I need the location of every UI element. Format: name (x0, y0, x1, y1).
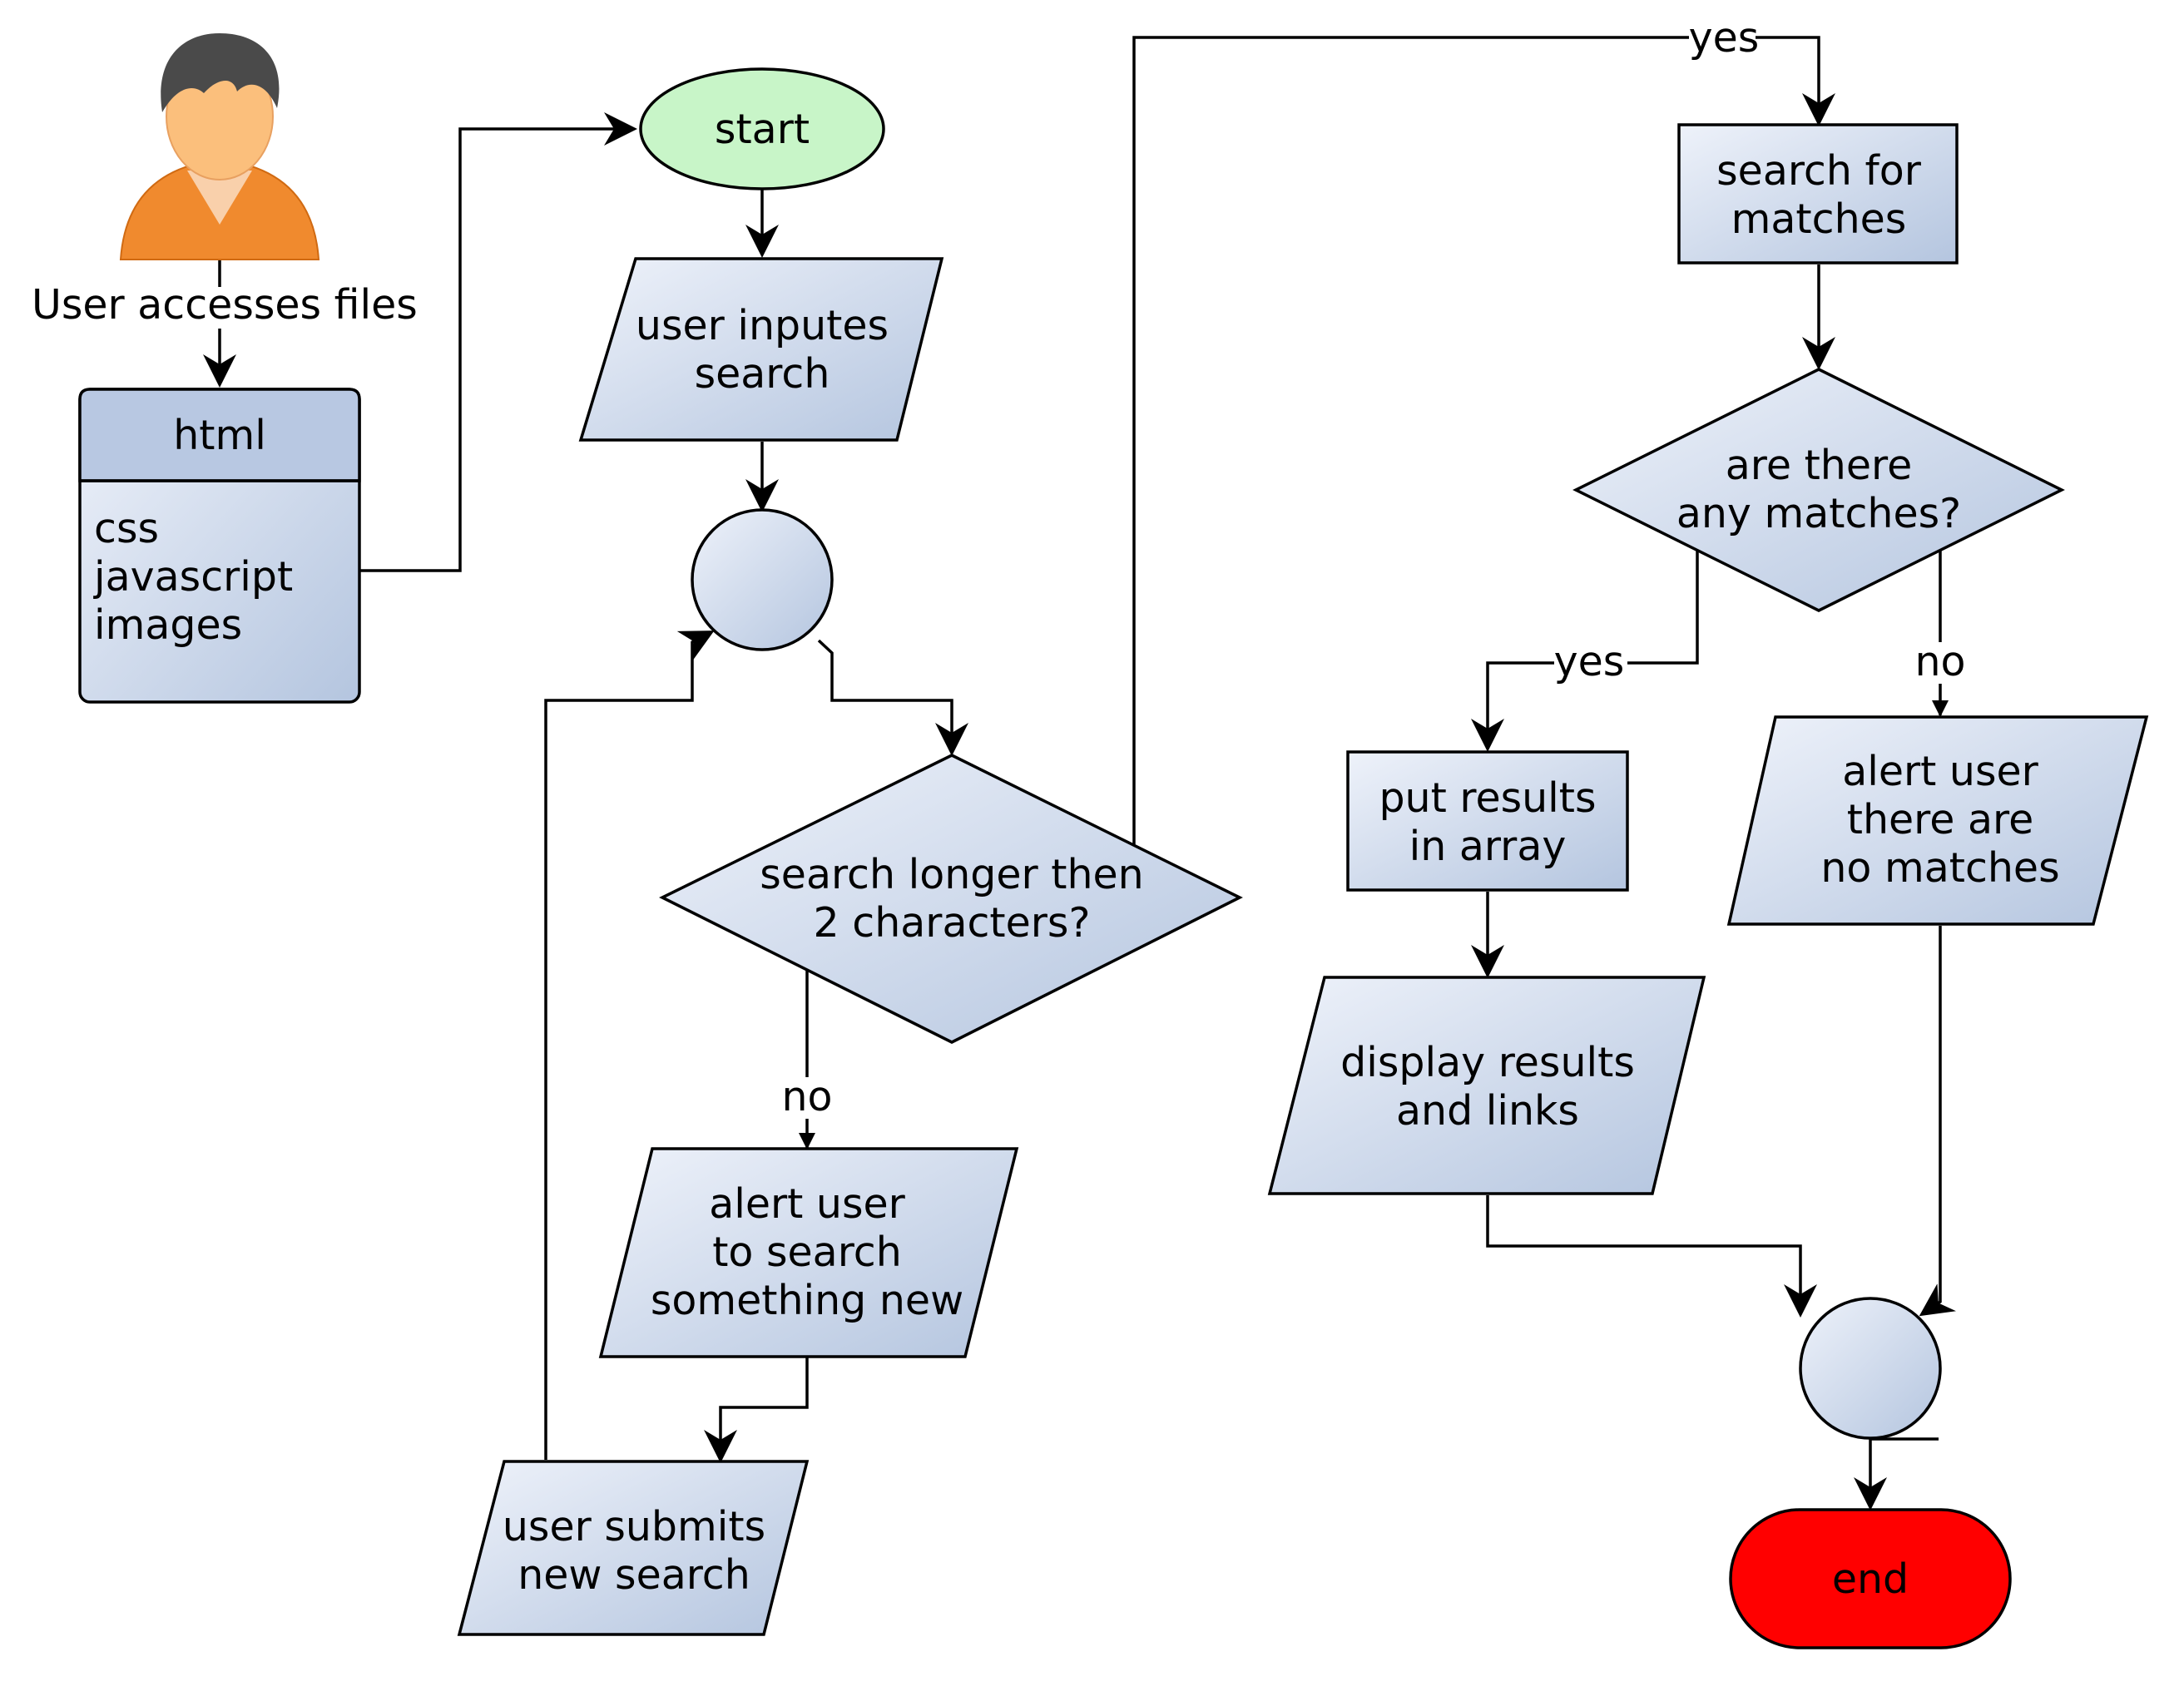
files-item: images (94, 601, 242, 649)
submit-new-search-node: user submits new search (457, 1460, 810, 1636)
any-matches-label-line: are there (1726, 442, 1912, 489)
search-matches-label-line: matches (1731, 195, 1907, 243)
edge-label-length-yes: yes (1689, 14, 1760, 62)
end-merge-node (1799, 1297, 1942, 1440)
length-label-line: 2 characters? (814, 899, 1091, 947)
edge-merge-to-check (817, 639, 968, 756)
end-node: end (1729, 1508, 2012, 1649)
edge-label-matches-no: no (1914, 638, 1965, 685)
search-matches-label-line: search for (1716, 147, 1922, 195)
any-matches-label-line: any matches? (1676, 490, 1961, 537)
edge-display-to-merge (1486, 1195, 1817, 1318)
alert-new-label-line: alert user (709, 1180, 905, 1228)
display-label-line: display results (1340, 1039, 1635, 1086)
alert-none-label-line: no matches (1820, 844, 2059, 892)
edge-label-length-no: no (781, 1073, 832, 1120)
display-label-line: and links (1396, 1087, 1579, 1135)
length-decision-node: search longer then 2 characters? (659, 754, 1243, 1044)
edge-merge-to-end (1854, 1437, 1939, 1511)
edge-submit-to-merge (544, 630, 715, 1460)
edges (203, 36, 1957, 1511)
end-label: end (1832, 1555, 1909, 1603)
display-results-node: display results and links (1267, 976, 1706, 1195)
files-header: html (173, 412, 266, 459)
start-label: start (715, 106, 810, 153)
alert-none-label-line: there are (1847, 796, 2033, 843)
any-matches-decision-node: are there any matches? (1572, 368, 2065, 612)
put-results-label-line: in array (1409, 823, 1567, 870)
search-matches-node: search for matches (1677, 123, 1959, 265)
input-label-line: user inputes (636, 302, 889, 349)
alert-none-label-line: alert user (1842, 748, 2038, 795)
actor-label: User accesses files (32, 281, 418, 329)
edge-alert-none-to-merge (1919, 926, 1957, 1317)
put-results-node: put results in array (1346, 750, 1629, 892)
alert-new-label-line: something new (651, 1277, 963, 1324)
files-item: javascript (93, 553, 293, 601)
alert-new-search-node: alert user to search something new (598, 1147, 1019, 1358)
edge-html-to-start (359, 112, 637, 572)
input-node: user inputes search (578, 257, 944, 442)
merge-node (691, 508, 834, 651)
edge-length-yes (1132, 36, 1835, 844)
edge-alert-to-submit (704, 1357, 809, 1463)
files-item: css (94, 505, 159, 552)
alert-new-label-line: to search (712, 1229, 902, 1276)
alert-no-matches-node: alert user there are no matches (1726, 715, 2149, 926)
submit-label-line: new search (518, 1551, 750, 1599)
user-icon (119, 33, 320, 260)
edge-labels: yes no yes no (778, 14, 1969, 1120)
put-results-label-line: put results (1379, 774, 1596, 822)
length-label-line: search longer then (760, 851, 1143, 898)
edge-label-matches-yes: yes (1554, 638, 1625, 685)
start-node: start (639, 67, 885, 190)
input-label-line: search (695, 350, 830, 398)
files-block: html css javascript images (78, 388, 361, 704)
submit-label-line: user submits (503, 1503, 765, 1550)
